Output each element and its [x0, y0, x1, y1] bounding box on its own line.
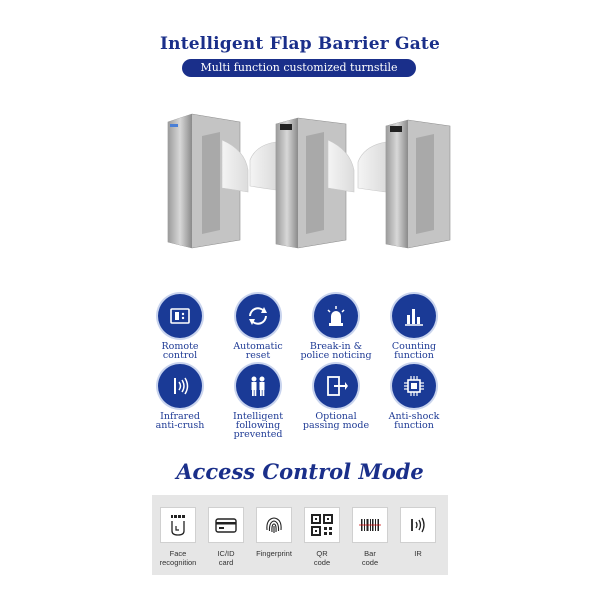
mode-face-recognition: Face recognition — [156, 507, 200, 567]
fingerprint-icon — [256, 507, 292, 543]
gate-left — [167, 113, 249, 249]
mode-ir: IR — [396, 507, 440, 558]
exit-door-icon — [314, 364, 358, 408]
alarm-light-icon — [314, 294, 358, 338]
page-title: Intelligent Flap Barrier Gate — [160, 34, 440, 54]
card-icon — [208, 507, 244, 543]
mode-qr-code: QR code — [300, 507, 344, 567]
bar-counter-icon — [392, 294, 436, 338]
reset-arrows-icon — [236, 294, 280, 338]
feature-infrared-anti-crush: Infrared anti-crush — [138, 364, 222, 430]
gate-middle — [249, 117, 355, 249]
access-control-title: Access Control Mode — [176, 459, 424, 484]
flap-barrier-gates-image — [167, 113, 451, 249]
barcode-icon — [352, 507, 388, 543]
subtitle-badge: Multi function customized turnstile — [182, 59, 416, 77]
remote-control-icon — [158, 294, 202, 338]
access-modes-strip: Face recognition IC/ID card Fingerprint … — [152, 495, 448, 575]
feature-automatic-reset: Automatic reset — [216, 294, 300, 360]
gate-right — [357, 119, 451, 249]
mode-fingerprint: Fingerprint — [252, 507, 296, 558]
chip-icon — [392, 364, 436, 408]
feature-break-in-alarm: Break-in & police noticing — [294, 294, 378, 360]
mode-bar-code: Bar code — [348, 507, 392, 567]
feature-anti-shock: Anti-shock function — [372, 364, 456, 430]
feature-passing-mode: Optional passing mode — [294, 364, 378, 430]
feature-following-prevented: Intelligent following prevented — [216, 364, 300, 439]
face-scan-icon — [160, 507, 196, 543]
infrared-icon — [158, 364, 202, 408]
two-people-icon — [236, 364, 280, 408]
qr-code-icon — [304, 507, 340, 543]
ir-icon — [400, 507, 436, 543]
feature-counting: Counting function — [372, 294, 456, 360]
mode-ic-id-card: IC/ID card — [204, 507, 248, 567]
feature-remote-control: Romote control — [138, 294, 222, 360]
